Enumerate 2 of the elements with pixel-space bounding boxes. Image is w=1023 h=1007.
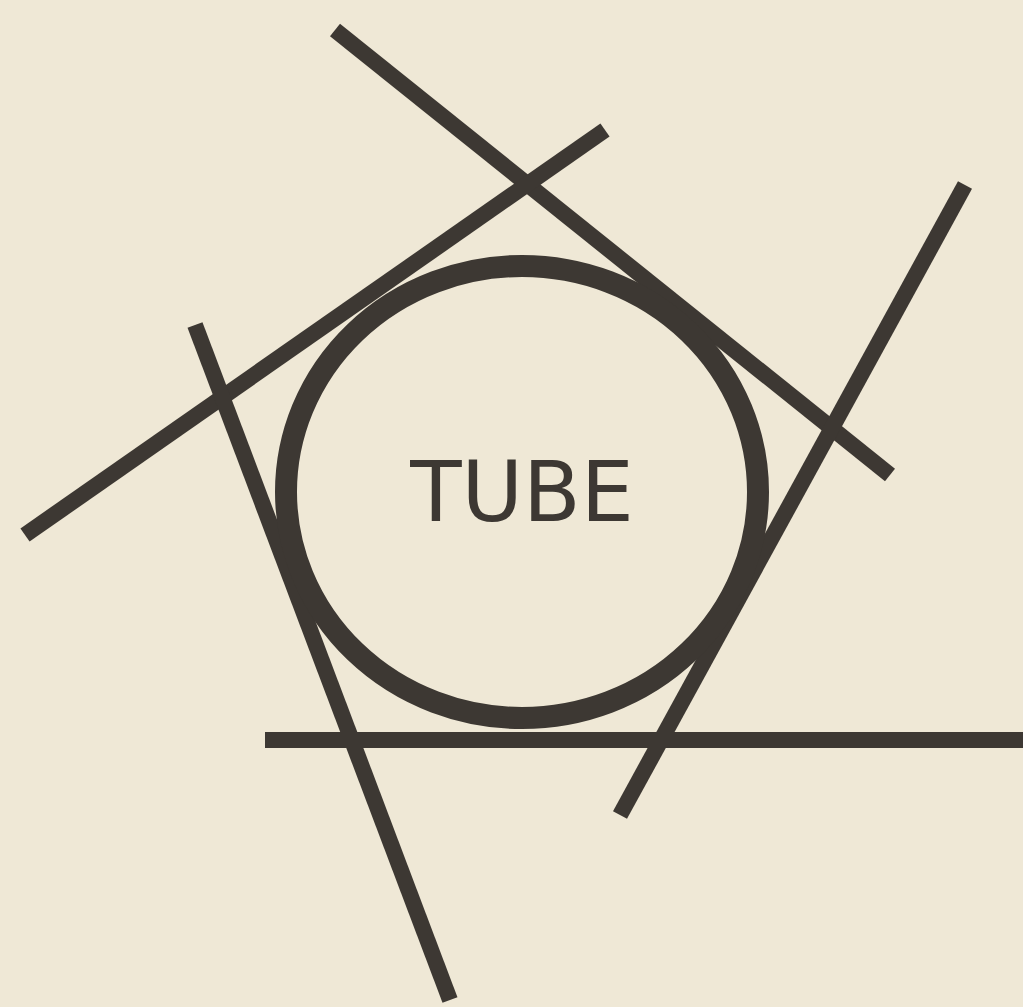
tube-label: TUBE: [409, 443, 635, 541]
tube-circle: [275, 255, 769, 729]
